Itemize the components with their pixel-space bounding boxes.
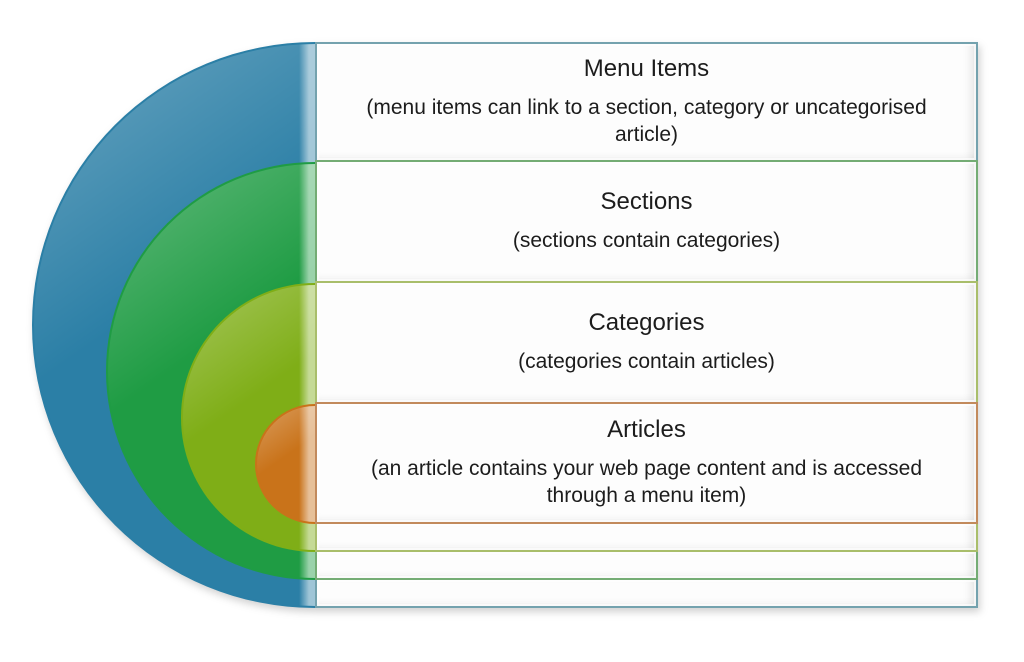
- categories-ring-tail: [315, 524, 978, 552]
- sections-description: (sections contain categories): [512, 229, 781, 253]
- articles-box: Articles (an article contains your web p…: [315, 402, 978, 524]
- articles-title: Articles: [607, 415, 686, 443]
- sections-ring-tail: [315, 552, 978, 580]
- categories-box: Categories (categories contain articles): [315, 281, 978, 404]
- menu-items-title: Menu Items: [583, 54, 710, 82]
- label-box-stack: Menu Items (menu items can link to a sec…: [315, 42, 978, 608]
- articles-description: (an article contains your web page conte…: [371, 456, 922, 508]
- sections-title: Sections: [600, 187, 693, 215]
- menu-items-description: (menu items can link to a section, categ…: [366, 95, 927, 147]
- sections-box: Sections (sections contain categories): [315, 160, 978, 283]
- menu-items-box: Menu Items (menu items can link to a sec…: [315, 42, 978, 162]
- menu-items-ring-tail: [315, 580, 978, 608]
- categories-description: (categories contain articles): [518, 350, 775, 374]
- categories-title: Categories: [588, 308, 705, 336]
